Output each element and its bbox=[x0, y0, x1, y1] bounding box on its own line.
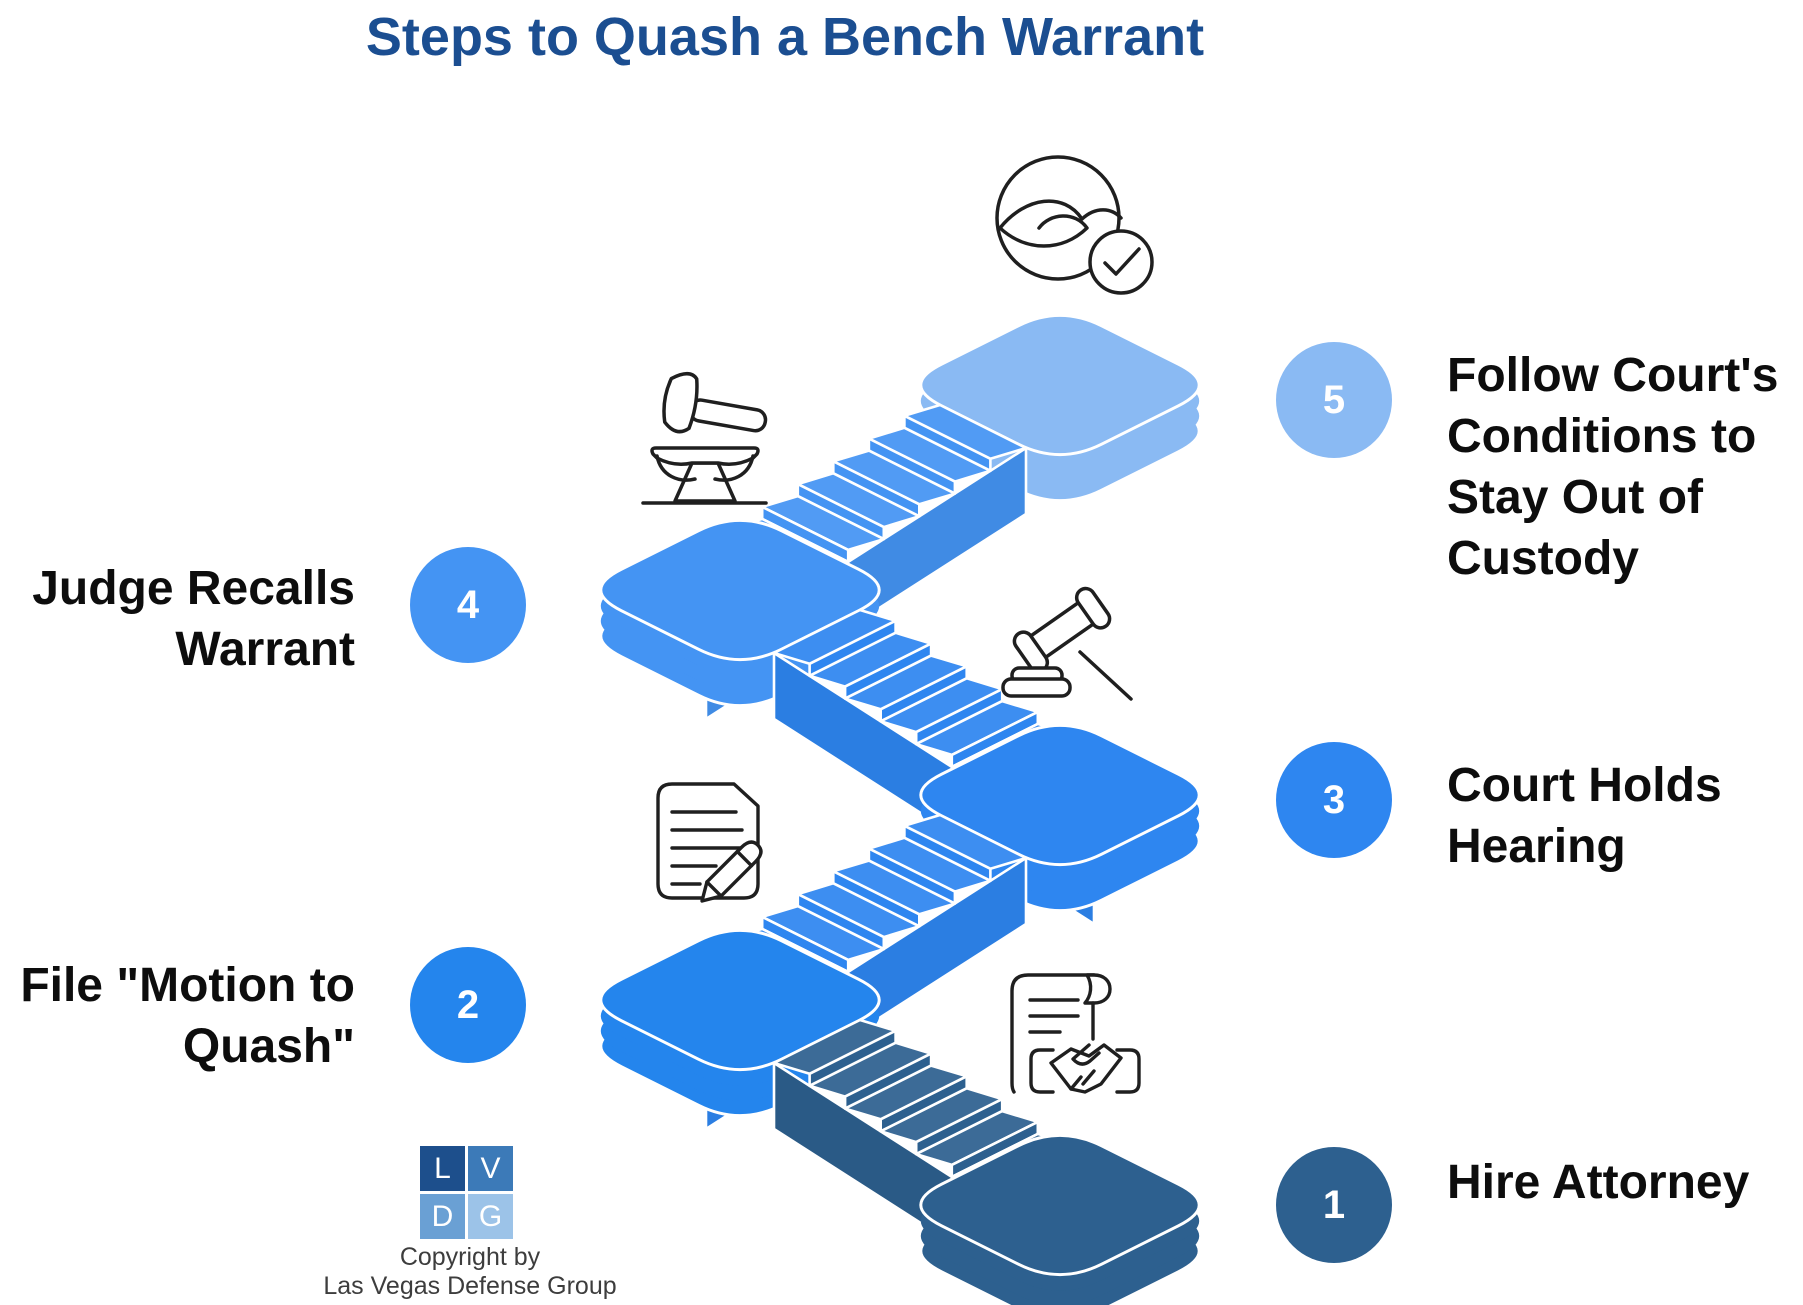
step-label-1: Hire Attorney bbox=[1447, 1156, 1750, 1209]
step-label-5: Follow Court's Conditions to Stay Out of… bbox=[1447, 349, 1779, 585]
logo-square-d: D bbox=[420, 1194, 465, 1239]
copyright-text: Copyright by Las Vegas Defense Group bbox=[323, 1243, 617, 1300]
step-badge-1: 1 bbox=[1276, 1147, 1392, 1263]
hammer-anvil-icon bbox=[641, 371, 768, 505]
logo-square-v: V bbox=[468, 1146, 513, 1191]
logo-square-g: G bbox=[468, 1194, 513, 1239]
gavel-icon bbox=[1001, 586, 1133, 701]
document-pencil-icon bbox=[656, 782, 763, 903]
step-label-2: File "Motion to Quash" bbox=[20, 959, 355, 1073]
step-badge-3: 3 bbox=[1276, 742, 1392, 858]
step-label-4: Judge Recalls Warrant bbox=[32, 562, 355, 676]
step-badge-5: 5 bbox=[1276, 342, 1392, 458]
lvdg-logo: L V D G bbox=[420, 1146, 513, 1239]
step-label-3: Court Holds Hearing bbox=[1447, 759, 1722, 873]
staircase bbox=[599, 313, 1201, 1305]
step-badge-2: 2 bbox=[410, 947, 526, 1063]
agreement-check-icon bbox=[995, 155, 1154, 295]
logo-square-l: L bbox=[420, 1146, 465, 1191]
contract-handshake-icon bbox=[1010, 973, 1141, 1094]
page-title: Steps to Quash a Bench Warrant bbox=[365, 7, 1205, 67]
step-badge-4: 4 bbox=[410, 547, 526, 663]
